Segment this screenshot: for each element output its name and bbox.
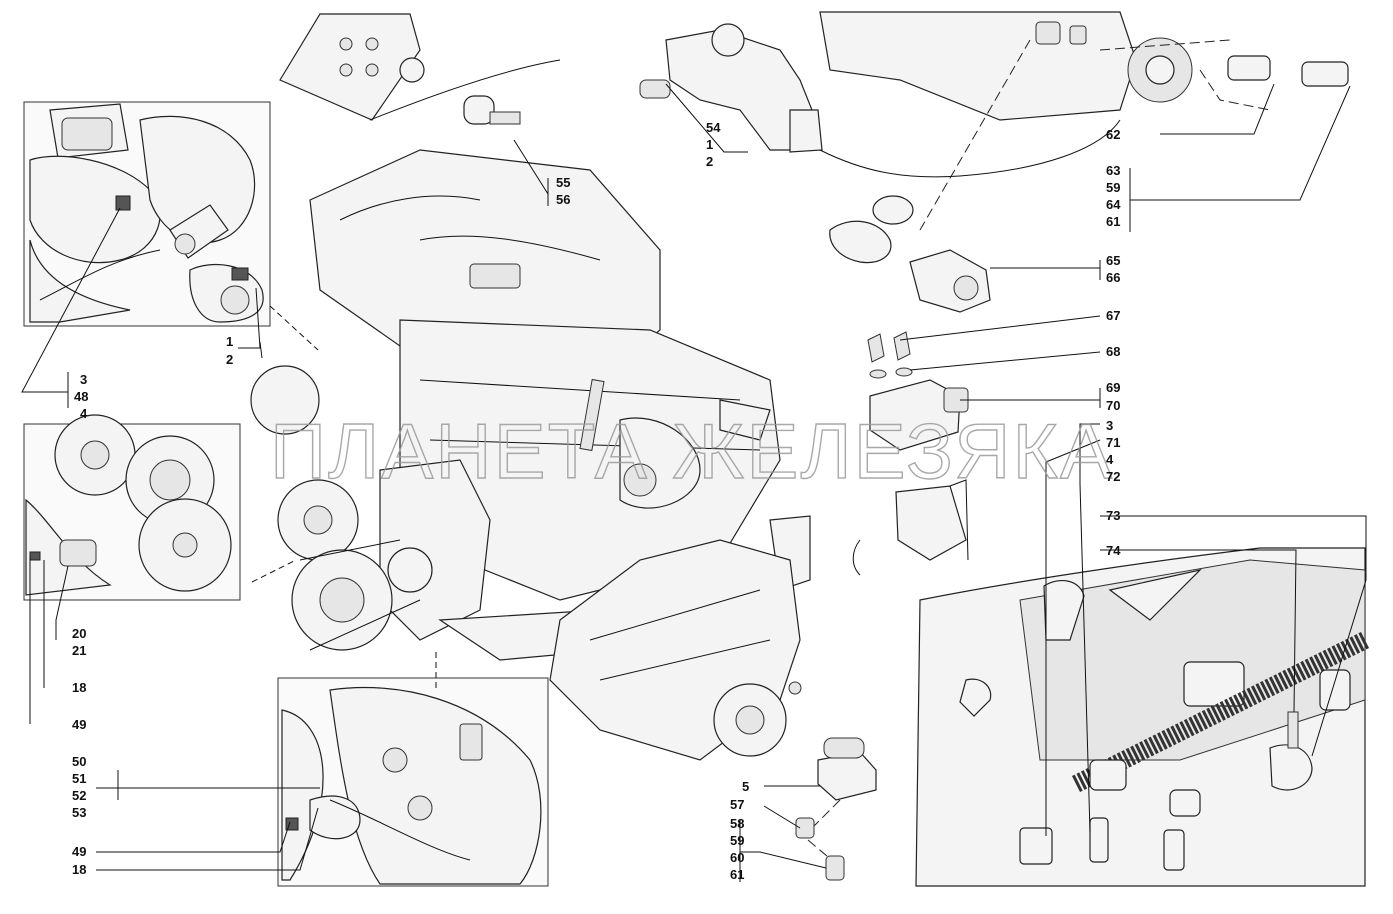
engine-secondary — [549, 539, 802, 761]
callout-21: 21 — [72, 643, 86, 658]
callout-2: 2 — [706, 154, 713, 169]
callout-59-bottom: 59 — [730, 833, 744, 848]
callout-50: 50 — [72, 754, 86, 769]
callout-72: 72 — [1106, 469, 1120, 484]
callout-52: 52 — [72, 788, 86, 803]
callout-67: 67 — [1106, 308, 1120, 323]
leader-lines — [21, 83, 1367, 882]
inset-flywheel-area — [277, 677, 549, 887]
callout-60: 60 — [730, 850, 744, 865]
callout-20: 20 — [72, 626, 86, 641]
callout-5: 5 — [742, 779, 749, 794]
engine-main — [250, 13, 811, 661]
callout-71: 71 — [1106, 435, 1120, 450]
callout-3-left: 3 — [80, 372, 87, 387]
callout-49: 49 — [72, 717, 86, 732]
callout-53: 53 — [72, 805, 86, 820]
callout-74: 74 — [1106, 543, 1121, 558]
callout-labels: 54 1 2 55 56 62 63 59 64 61 65 66 67 68 … — [72, 120, 1121, 882]
watermark-text: ПЛАНЕТА ЖЕЛЕЗЯКА — [270, 407, 1114, 495]
callout-56: 56 — [556, 192, 570, 207]
inset-pulleys — [23, 414, 241, 601]
callout-64: 64 — [1106, 197, 1121, 212]
callout-4-right: 4 — [1106, 452, 1114, 467]
thermostat-housing-area — [639, 11, 1349, 313]
fuel-rail-area — [915, 547, 1370, 887]
callout-73: 73 — [1106, 508, 1120, 523]
callout-58: 58 — [730, 816, 744, 831]
map-sensor-group — [852, 331, 969, 576]
callout-57: 57 — [730, 797, 744, 812]
callout-51: 51 — [72, 771, 86, 786]
callout-3-right: 3 — [1106, 418, 1113, 433]
inset-throttle-area — [23, 101, 271, 327]
callout-59: 59 — [1106, 180, 1120, 195]
callout-55: 55 — [556, 175, 570, 190]
callout-68: 68 — [1106, 344, 1120, 359]
callout-70: 70 — [1106, 398, 1120, 413]
callout-2-left: 2 — [226, 352, 233, 367]
callout-61: 61 — [1106, 214, 1120, 229]
view-arrows — [251, 305, 437, 688]
callout-66: 66 — [1106, 270, 1120, 285]
callout-63: 63 — [1106, 163, 1120, 178]
callout-49-bottom: 49 — [72, 844, 86, 859]
callout-54: 54 — [706, 120, 721, 135]
callout-61-bottom: 61 — [730, 867, 744, 882]
callout-18: 18 — [72, 680, 86, 695]
callout-62: 62 — [1106, 127, 1120, 142]
oil-pressure-sensor-group — [795, 737, 877, 881]
callout-69: 69 — [1106, 380, 1120, 395]
callout-1-left: 1 — [226, 334, 233, 349]
callout-65: 65 — [1106, 253, 1120, 268]
callout-1: 1 — [706, 137, 713, 152]
callout-4-left: 4 — [80, 406, 88, 421]
callout-18-bottom: 18 — [72, 862, 86, 877]
callout-48: 48 — [74, 389, 88, 404]
